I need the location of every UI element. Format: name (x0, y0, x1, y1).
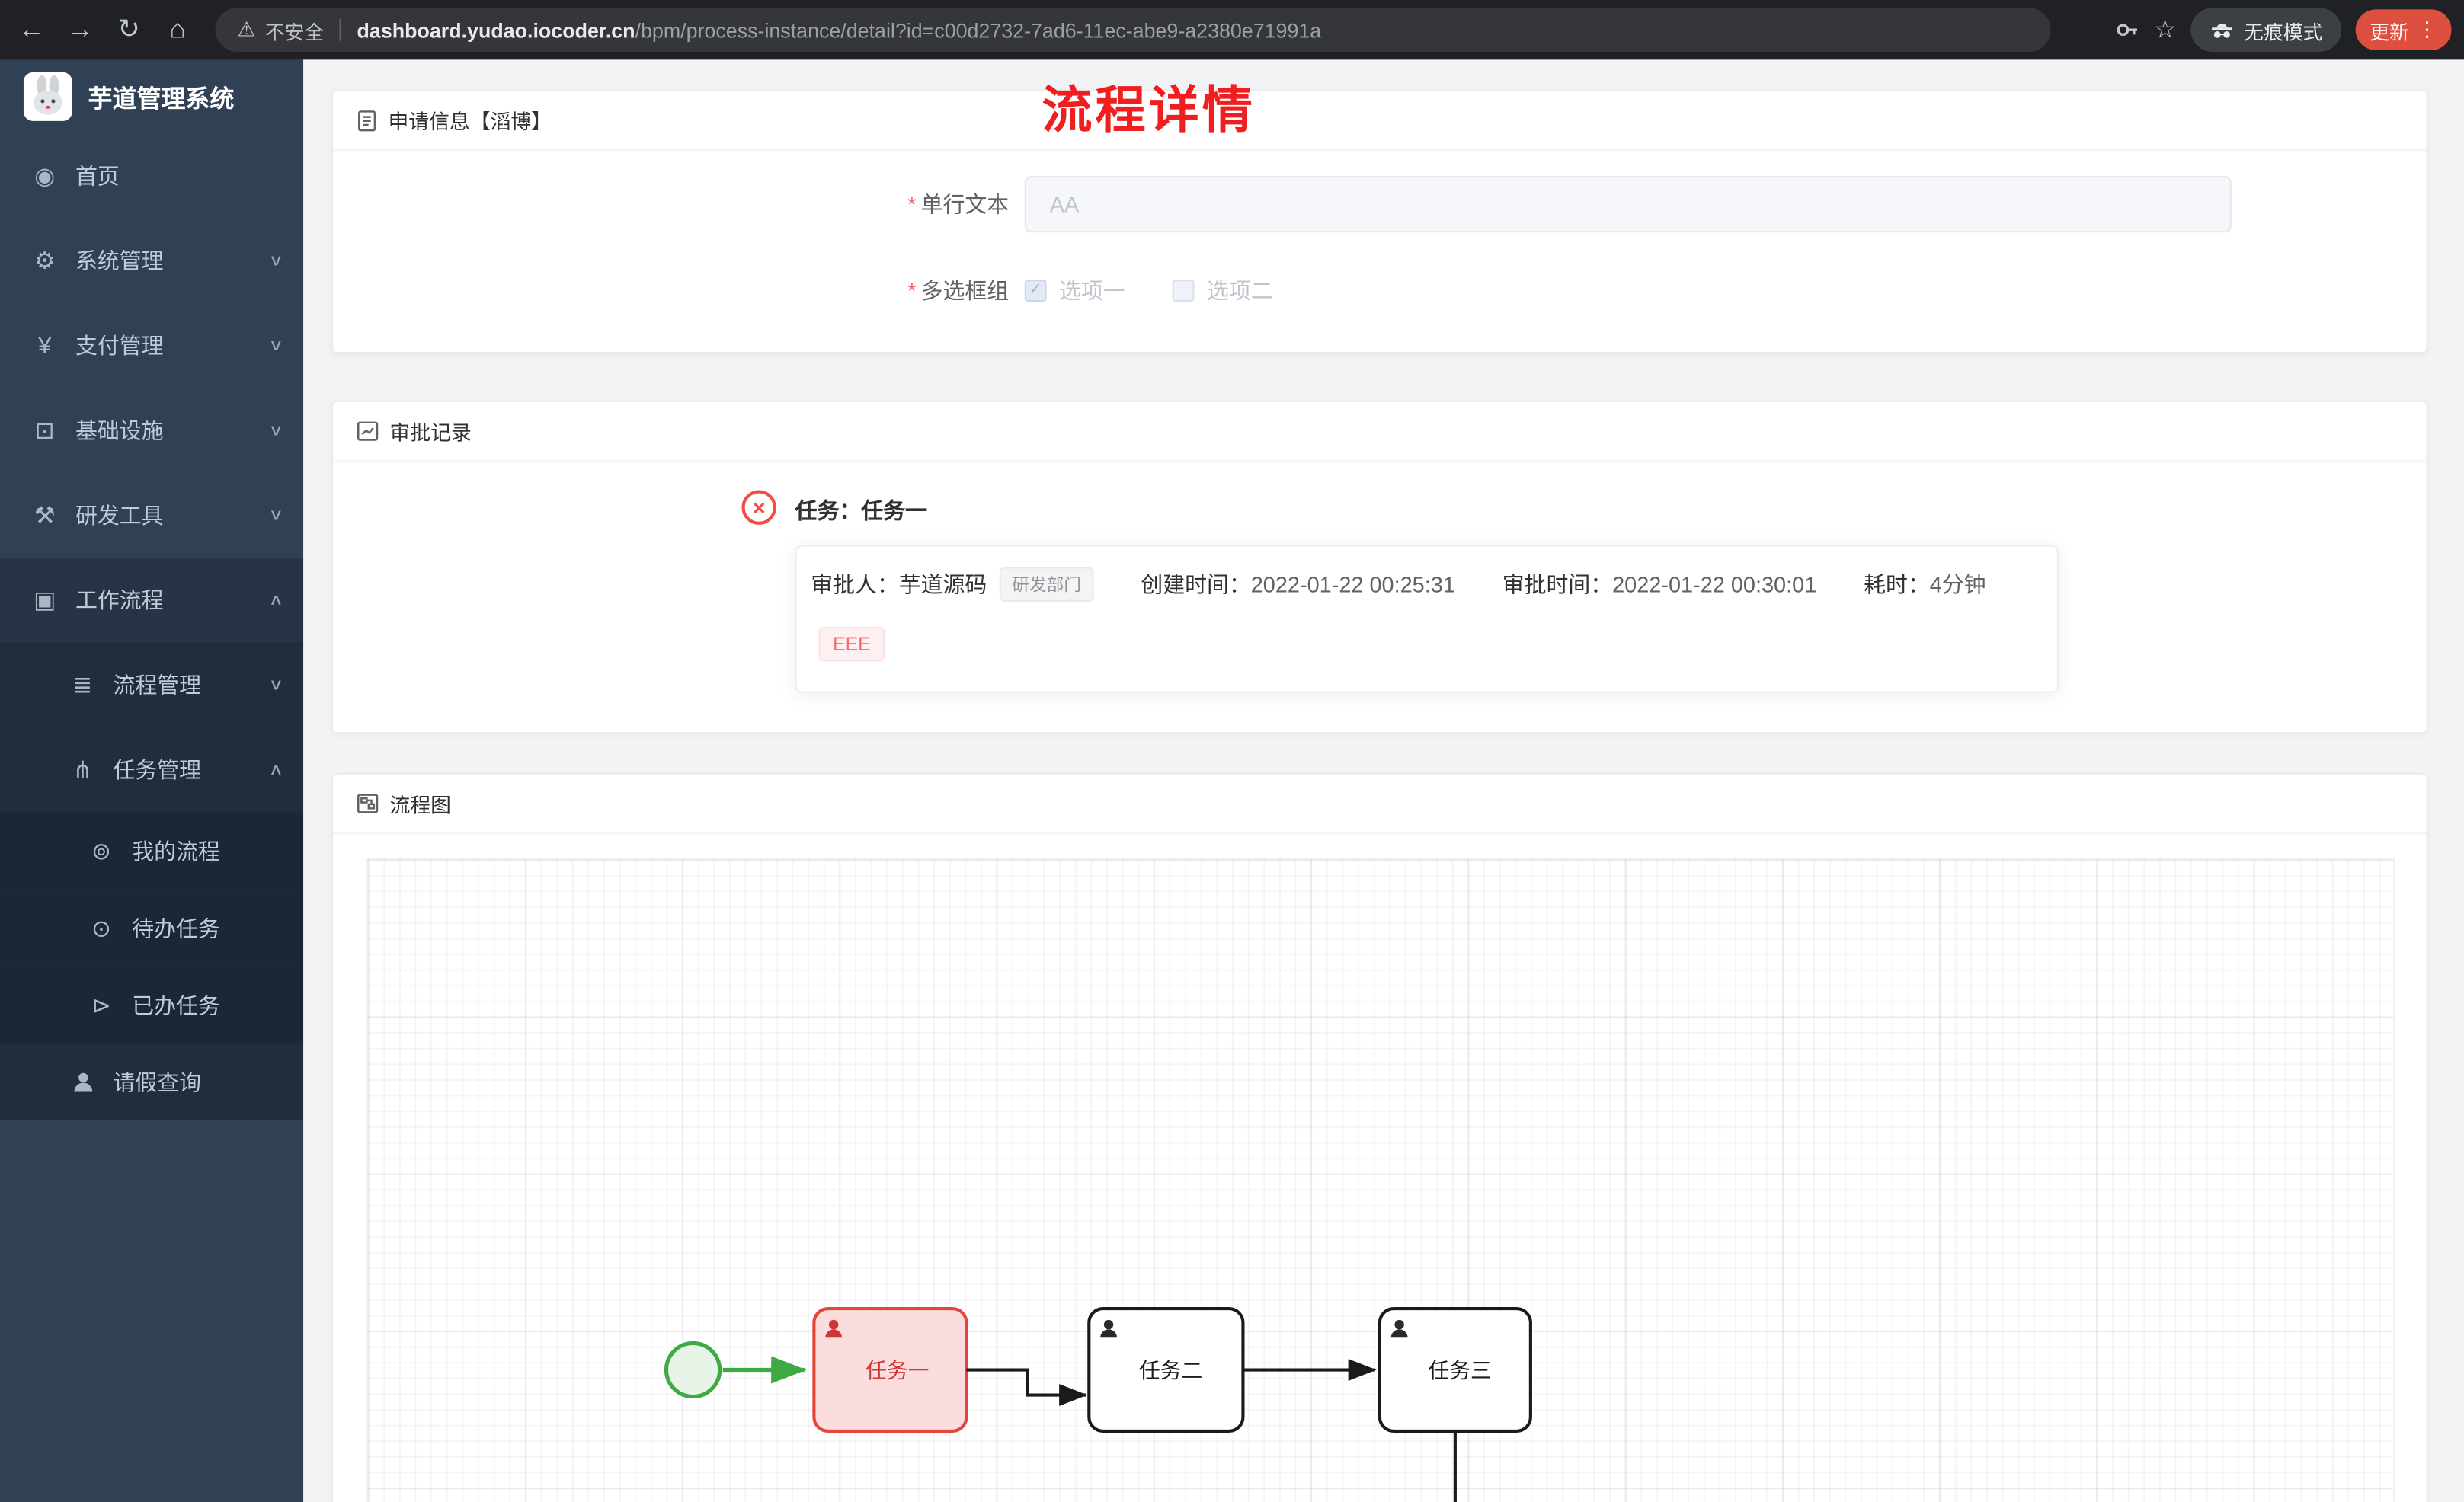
form-row-single-line-text: *单行文本 AA (333, 176, 2426, 233)
bpmn-diagram: 任务一 任务二 任务三 (664, 1307, 1532, 1502)
field-label: *单行文本 (907, 191, 1010, 217)
department-tag: 研发部门 (999, 567, 1094, 602)
dashboard-icon: ◉ (34, 163, 56, 190)
main-content: 流程详情 申请信息【滔博】 *单行文本 AA *多选框组 (303, 59, 2464, 1502)
app-title: 芋道管理系统 (88, 85, 235, 113)
address-bar[interactable]: ⚠ 不安全 dashboard.yudao.iocoder.cn/bpm/pro… (215, 8, 2051, 53)
form-row-checkbox-group: *多选框组 ✓ 选项一 选项二 (333, 275, 2426, 306)
process-management-icon: ≣ (72, 672, 93, 699)
approval-record-header: 审批记录 (333, 402, 2427, 462)
incognito-label: 无痕模式 (2244, 21, 2323, 43)
approval-detail-card: 审批人：芋道源码 研发部门 创建时间：2022-01-22 00:25:31 审… (795, 545, 2059, 693)
required-asterisk: * (907, 278, 917, 304)
incognito-badge: 无痕模式 (2190, 8, 2342, 53)
duration-value: 4分钟 (1929, 571, 1986, 597)
gear-icon: ⚙ (34, 248, 56, 275)
browser-update-button[interactable]: 更新 ⋮ (2355, 9, 2452, 50)
bpmn-task-2-label: 任务二 (1139, 1359, 1203, 1382)
required-asterisk: * (907, 191, 917, 217)
workflow-icon: ▣ (34, 587, 56, 615)
process-diagram-card: 流程图 (331, 772, 2428, 1502)
sidebar-item-done-tasks[interactable]: ⊳ 已办任务 (0, 966, 304, 1043)
my-process-icon: ⊚ (91, 838, 111, 865)
sidebar-item-devtools[interactable]: ⚒ 研发工具 ∨ (0, 473, 303, 558)
bpmn-flow-task1-task2 (966, 1368, 1088, 1406)
checkbox-unchecked-icon (1172, 280, 1195, 302)
chevron-up-icon: ∧ (267, 591, 283, 609)
field-label: *多选框组 (907, 278, 1010, 304)
chevron-down-icon: ∨ (267, 337, 283, 355)
reject-reason-tag: EEE (818, 626, 885, 662)
single-line-text-input: AA (1024, 176, 2232, 233)
created-time: 2022-01-22 00:25:31 (1250, 571, 1455, 597)
approver-name: 芋道源码 (898, 571, 987, 597)
task-title: 任务：任务一 (795, 497, 927, 523)
approver-label: 审批人： (811, 571, 899, 597)
bpmn-task-1-label: 任务一 (866, 1359, 930, 1382)
browser-toolbar: ← → ↻ ⌂ ⚠ 不安全 dashboard.yudao.iocoder.cn… (0, 0, 2464, 60)
url-separator (339, 18, 341, 41)
app-logo-row[interactable]: 芋道管理系统 (0, 59, 303, 133)
sidebar-item-payment-management[interactable]: ¥ 支付管理 ∨ (0, 303, 303, 388)
diagram-icon (357, 794, 379, 813)
sidebar-item-home[interactable]: ◉ 首页 (0, 133, 303, 218)
checkbox-checked-icon: ✓ (1024, 280, 1047, 302)
sidebar-item-process-management[interactable]: ≣ 流程管理 ∨ (0, 642, 304, 727)
page-url: dashboard.yudao.iocoder.cn/bpm/process-i… (357, 18, 1322, 42)
sidebar-item-infrastructure[interactable]: ⊡ 基础设施 ∨ (0, 388, 303, 472)
bpmn-start-event[interactable] (664, 1341, 722, 1399)
chevron-down-icon: ∨ (267, 676, 283, 694)
infrastructure-icon: ⊡ (34, 417, 55, 445)
sidebar-item-leave-query[interactable]: 请假查询 (0, 1043, 304, 1120)
app-logo-rabbit-icon (23, 72, 72, 121)
chevron-down-icon: ∨ (267, 421, 283, 439)
bpmn-canvas[interactable]: 任务一 任务二 任务三 (366, 858, 2395, 1502)
record-icon (357, 421, 379, 441)
page-title: 流程详情 (1042, 81, 1256, 139)
approved-label: 审批时间： (1502, 571, 1613, 597)
bpmn-task-3-label: 任务三 (1428, 1359, 1492, 1382)
sidebar-item-my-process[interactable]: ⊚ 我的流程 (0, 812, 304, 890)
update-label: 更新 (2370, 21, 2409, 43)
todo-task-icon: ⊙ (91, 915, 111, 942)
sidebar-item-todo-tasks[interactable]: ⊙ 待办任务 (0, 889, 304, 967)
devtools-icon: ⚒ (34, 503, 56, 530)
password-key-icon[interactable] (2114, 18, 2139, 43)
timeline-rejected-icon: × (741, 490, 776, 525)
kebab-menu-icon[interactable]: ⋮ (2417, 17, 2437, 41)
back-icon[interactable]: ← (18, 14, 45, 44)
not-secure-icon: ⚠ (237, 17, 256, 41)
checkbox-option-2: 选项二 (1172, 275, 1273, 306)
approved-time: 2022-01-22 00:30:01 (1612, 571, 1817, 597)
chevron-down-icon: ∨ (267, 252, 283, 270)
toolbar-right: ☆ 无痕模式 更新 ⋮ (2114, 8, 2452, 53)
application-info-header: 申请信息【滔博】 (333, 91, 2427, 151)
duration-label: 耗时： (1864, 571, 1930, 597)
leave-query-user-icon (69, 1071, 96, 1093)
process-diagram-header: 流程图 (333, 775, 2427, 835)
created-label: 创建时间： (1141, 571, 1251, 597)
sidebar-item-task-management[interactable]: ⋔ 任务管理 ∧ (0, 727, 304, 813)
sidebar: 芋道管理系统 ◉ 首页 ⚙ 系统管理 ∨ ¥ 支付管理 ∨ ⊡ 基础设施 ∨ (0, 59, 304, 1502)
incognito-spy-icon (2211, 23, 2232, 38)
forward-icon[interactable]: → (66, 14, 94, 44)
reload-icon[interactable]: ↻ (117, 14, 140, 44)
done-task-icon: ⊳ (91, 992, 111, 1019)
bookmark-star-icon[interactable]: ☆ (2153, 17, 2177, 44)
sidebar-item-system-management[interactable]: ⚙ 系统管理 ∨ (0, 219, 303, 303)
document-icon (358, 110, 376, 131)
not-secure-label: 不安全 (264, 21, 325, 43)
home-icon[interactable]: ⌂ (169, 14, 186, 44)
payment-icon: ¥ (38, 332, 52, 360)
task-management-icon: ⋔ (72, 757, 93, 785)
checkbox-option-1: ✓ 选项一 (1024, 275, 1125, 306)
application-info-card: 申请信息【滔博】 *单行文本 AA *多选框组 ✓ 选项一 选项二 (331, 89, 2428, 354)
approval-record-card: 审批记录 × 任务：任务一 审批人：芋道源码 研发部门 创建时间：2022-01… (331, 400, 2428, 734)
chevron-up-icon: ∧ (267, 761, 283, 778)
approval-detail-row: 审批人：芋道源码 研发部门 创建时间：2022-01-22 00:25:31 审… (811, 567, 2035, 602)
chevron-down-icon: ∨ (267, 507, 283, 524)
sidebar-item-workflow[interactable]: ▣ 工作流程 ∧ (0, 558, 304, 643)
